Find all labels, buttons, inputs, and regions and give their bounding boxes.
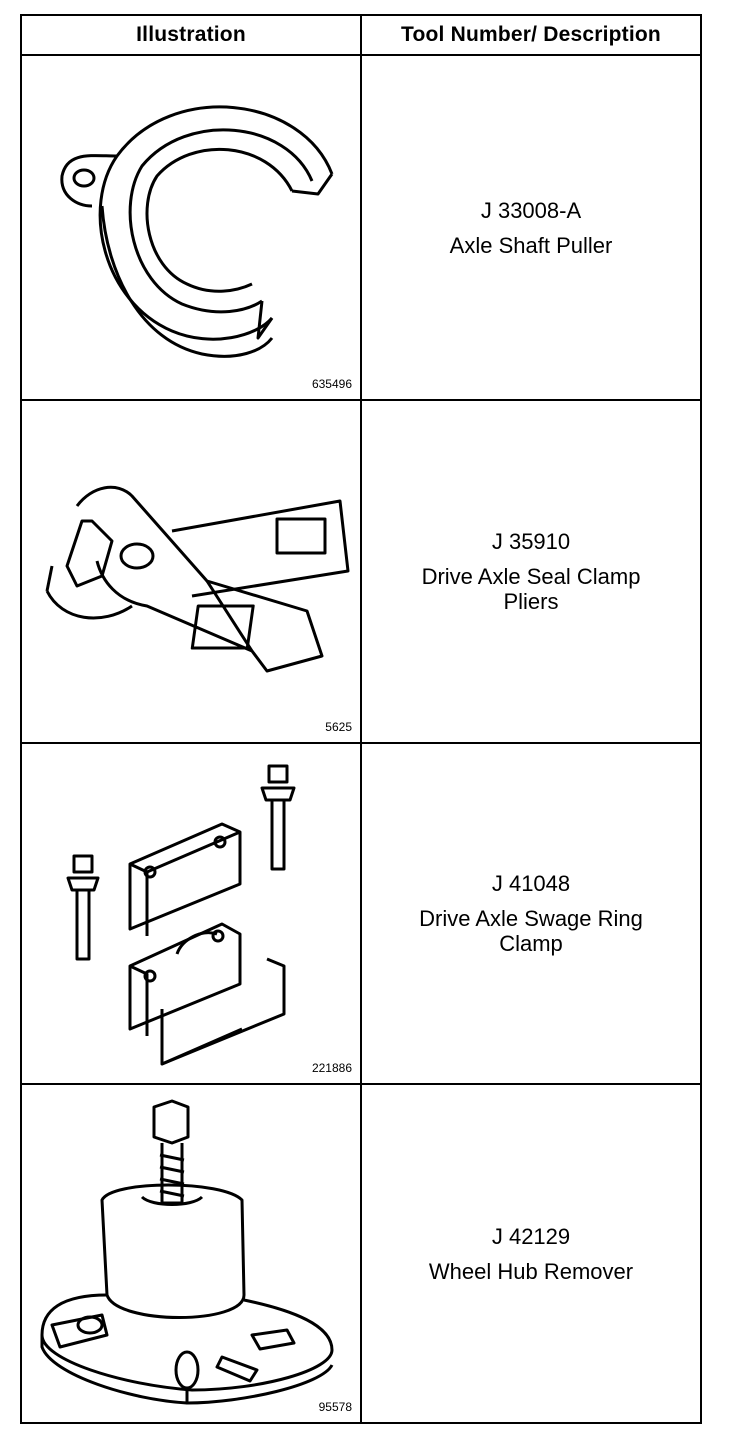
illustration-cell: 635496	[22, 56, 362, 399]
wheel-hub-remover-icon	[40, 1099, 334, 1405]
table-row: 221886 J 41048 Drive Axle Swage Ring Cla…	[22, 744, 700, 1085]
table-row: 635496 J 33008-A Axle Shaft Puller	[22, 56, 700, 401]
tool-number: J 35910	[491, 529, 571, 554]
tool-table: Illustration Tool Number/ Description 63…	[20, 14, 702, 1424]
table-header: Illustration Tool Number/ Description	[22, 16, 700, 56]
figure-number: 221886	[311, 1061, 352, 1075]
figure-number: 635496	[311, 377, 352, 391]
tool-description-cell: J 33008-A Axle Shaft Puller	[362, 56, 700, 399]
swage-ring-clamp-icon	[66, 764, 296, 1066]
tool-name: Axle Shaft Puller	[449, 232, 613, 258]
tool-number: J 42129	[491, 1223, 571, 1249]
tool-name: Wheel Hub Remover	[428, 1258, 634, 1284]
header-illustration: Illustration	[22, 16, 362, 54]
tool-description-cell: J 42129 Wheel Hub Remover	[362, 1085, 700, 1422]
illustration-cell: 5625	[22, 401, 362, 742]
figure-number: 5625	[325, 720, 352, 734]
illustration-cell: 95578	[22, 1085, 362, 1422]
axle-shaft-puller-icon	[60, 105, 334, 358]
table-row: 5625 J 35910 Drive Axle Seal Clamp Plier…	[22, 401, 700, 744]
tool-name: Drive Axle Seal Clamp Pliers	[421, 564, 641, 614]
seal-clamp-pliers-icon	[45, 485, 350, 673]
figure-number: 95578	[318, 1400, 352, 1414]
tool-description-cell: J 41048 Drive Axle Swage Ring Clamp	[362, 744, 700, 1083]
tool-number: J 33008-A	[480, 197, 582, 223]
tool-description-cell: J 35910 Drive Axle Seal Clamp Pliers	[362, 401, 700, 742]
tool-name: Drive Axle Swage Ring Clamp	[419, 906, 643, 956]
table-row: 95578 J 42129 Wheel Hub Remover	[22, 1085, 700, 1422]
header-tool-description: Tool Number/ Description	[401, 23, 661, 46]
tool-number: J 41048	[491, 871, 571, 896]
illustration-cell: 221886	[22, 744, 362, 1083]
